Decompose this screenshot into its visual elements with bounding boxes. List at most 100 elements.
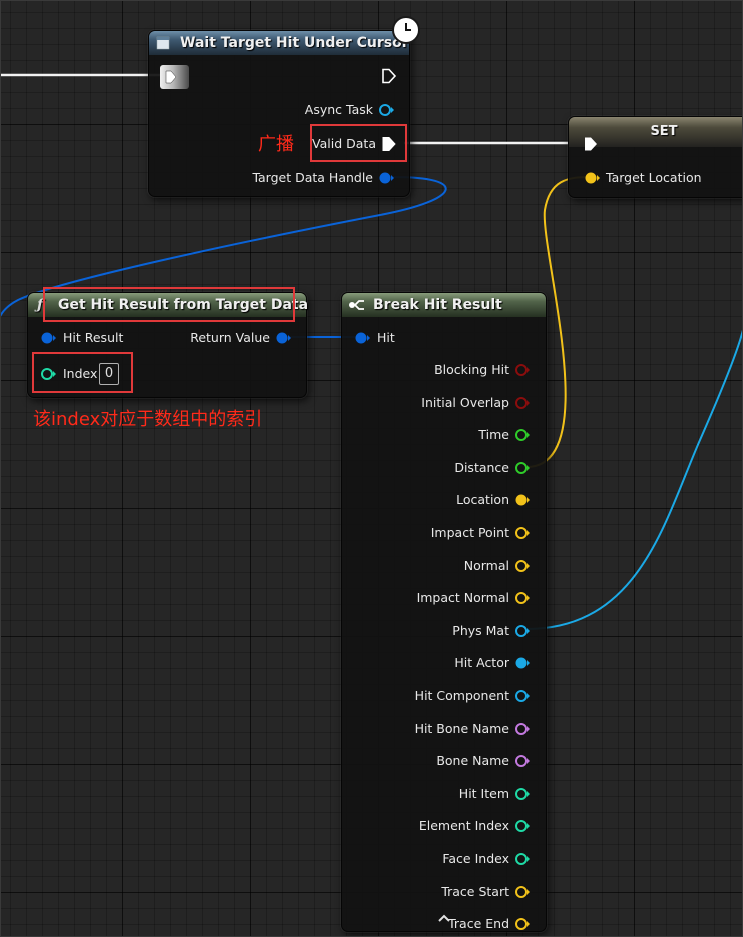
pin-blocking-hit[interactable]: Blocking Hit: [342, 359, 544, 381]
pin-label: Time: [478, 427, 509, 443]
annotation-index-note: 该index对应于数组中的索引: [33, 409, 263, 430]
pin-label: Hit Item: [458, 785, 509, 801]
pin-label: Hit Result: [63, 330, 124, 345]
pin-hit-item[interactable]: Hit Item: [342, 783, 544, 805]
pin-label: Face Index: [442, 851, 509, 866]
exec-output-pin[interactable]: [381, 68, 397, 84]
index-default-value[interactable]: 0: [99, 363, 119, 385]
pin-index[interactable]: Index 0: [28, 363, 304, 385]
float-pin-icon[interactable]: [514, 461, 532, 475]
node-title: SET: [650, 124, 678, 139]
vector-pin-icon[interactable]: [514, 917, 532, 931]
pin-impact-point[interactable]: Impact Point: [342, 522, 544, 544]
object-pin-icon[interactable]: [514, 656, 532, 670]
pin-async-task[interactable]: Async Task: [149, 99, 407, 121]
node-title: Wait Target Hit Under Cursor: [180, 35, 409, 51]
pin-trace-start[interactable]: Trace Start: [342, 881, 544, 903]
exec-input-pin[interactable]: [160, 65, 189, 89]
pin-label: Hit Actor: [454, 655, 509, 671]
bool-pin-icon[interactable]: [514, 396, 532, 410]
vector-pin-icon[interactable]: [514, 559, 532, 573]
pin-label: Initial Overlap: [421, 394, 509, 410]
pin-label: Valid Data: [312, 136, 376, 151]
node-set[interactable]: SET Target Location: [568, 116, 743, 198]
wire-hit-actor: [526, 329, 743, 630]
int-pin-icon[interactable]: [40, 367, 58, 381]
event-graph-icon: [156, 36, 170, 50]
exec-output-pin-valid-data[interactable]: [381, 136, 397, 152]
pin-impact-normal[interactable]: Impact Normal: [342, 587, 544, 609]
break-struct-icon: [349, 300, 364, 310]
chevron-up-icon[interactable]: [438, 914, 450, 922]
clock-icon: [392, 16, 420, 44]
pin-initial-overlap[interactable]: Initial Overlap: [342, 392, 544, 414]
pin-label: Hit Bone Name: [414, 720, 509, 736]
highlight-valid-data: [310, 124, 407, 162]
int-pin-icon[interactable]: [514, 852, 532, 866]
float-pin-icon[interactable]: [514, 428, 532, 442]
pin-label: Distance: [454, 459, 509, 475]
pin-hit-bone-name[interactable]: Hit Bone Name: [342, 718, 544, 740]
vector-pin-icon[interactable]: [584, 171, 602, 185]
pin-label: Index: [63, 366, 98, 381]
pin-location[interactable]: Location: [342, 489, 544, 511]
object-pin-icon[interactable]: [514, 624, 532, 638]
struct-pin-icon[interactable]: [354, 331, 372, 345]
pin-label: Hit Component: [414, 688, 509, 703]
pin-time[interactable]: Time: [342, 424, 544, 446]
pin-label: Normal: [463, 557, 509, 573]
node-header: ƒ Get Hit Result from Target Data: [28, 293, 309, 317]
pin-trace-end[interactable]: Trace End: [342, 913, 544, 935]
highlight-get-hit-title: [43, 287, 295, 322]
pin-valid-data[interactable]: Valid Data: [149, 133, 407, 155]
pin-label: Trace Start: [441, 883, 509, 899]
pin-label: Phys Mat: [452, 622, 509, 638]
pin-label: Impact Normal: [416, 590, 509, 606]
pin-label: Async Task: [304, 102, 373, 117]
pin-label: Return Value: [190, 330, 270, 345]
pin-hit-component[interactable]: Hit Component: [342, 685, 544, 707]
int-pin-icon[interactable]: [514, 819, 532, 833]
struct-pin-icon[interactable]: [275, 331, 293, 345]
highlight-index: [32, 352, 133, 393]
int-pin-icon[interactable]: [514, 787, 532, 801]
annotation-broadcast: 广播: [258, 134, 294, 155]
node-header: Wait Target Hit Under Cursor: [149, 31, 409, 55]
pin-label: Element Index: [418, 818, 509, 834]
node-wait-target-hit-under-cursor[interactable]: Wait Target Hit Under Cursor Async Task …: [148, 30, 410, 197]
pin-element-index[interactable]: Element Index: [342, 815, 544, 837]
pin-return-value[interactable]: Return Value: [28, 327, 304, 349]
pin-label: Blocking Hit: [434, 362, 509, 377]
pin-label: Hit: [377, 330, 395, 345]
name-pin-icon[interactable]: [514, 754, 532, 768]
pin-hit-actor[interactable]: Hit Actor: [342, 652, 544, 674]
pin-target-data-handle[interactable]: Target Data Handle: [149, 167, 407, 189]
pin-face-index[interactable]: Face Index: [342, 848, 544, 870]
pin-bone-name[interactable]: Bone Name: [342, 750, 544, 772]
vector-pin-icon[interactable]: [514, 591, 532, 605]
pin-normal[interactable]: Normal: [342, 555, 544, 577]
name-pin-icon[interactable]: [514, 722, 532, 736]
struct-pin-icon[interactable]: [40, 331, 58, 345]
exec-input-pin[interactable]: [583, 136, 599, 152]
pin-distance[interactable]: Distance: [342, 457, 544, 479]
node-title: Break Hit Result: [373, 297, 502, 313]
pin-phys-mat[interactable]: Phys Mat: [342, 620, 544, 642]
pin-hit-result[interactable]: Hit Result: [28, 327, 304, 349]
pin-target-location[interactable]: Target Location: [569, 167, 743, 189]
vector-pin-icon[interactable]: [514, 885, 532, 899]
pin-label: Impact Point: [430, 525, 509, 540]
bool-pin-icon[interactable]: [514, 363, 532, 377]
node-title: Get Hit Result from Target Data: [58, 297, 309, 313]
struct-pin-icon[interactable]: [378, 171, 396, 185]
object-pin-icon[interactable]: [514, 689, 532, 703]
vector-pin-icon[interactable]: [514, 526, 532, 540]
pin-label: Target Location: [606, 170, 702, 185]
function-icon: ƒ: [37, 297, 44, 313]
pin-label: Location: [456, 492, 509, 508]
pin-hit[interactable]: Hit: [342, 327, 544, 349]
object-pin-icon[interactable]: [378, 103, 396, 117]
vector-pin-icon[interactable]: [514, 493, 532, 507]
node-get-hit-result-from-target-data[interactable]: ƒ Get Hit Result from Target Data Hit Re…: [27, 292, 309, 398]
